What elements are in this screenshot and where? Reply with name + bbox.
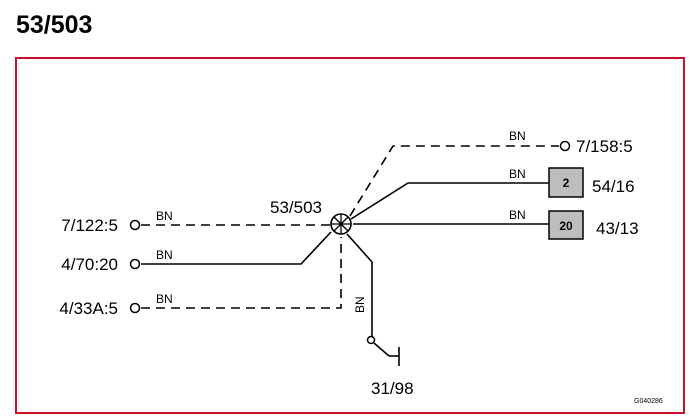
label-right-top: 7/158:5 <box>576 137 633 156</box>
wire-color-label: BN <box>156 248 173 262</box>
box-20-label: 20 <box>559 219 573 233</box>
terminal-left-bottom <box>129 302 141 314</box>
terminal-left-mid <box>129 258 141 270</box>
terminal-left-top <box>129 219 141 231</box>
connector-box-20: 20 <box>548 210 584 240</box>
wire-color-label-vertical: BN <box>353 296 367 313</box>
label-left-mid: 4/70:20 <box>61 255 118 274</box>
terminal-ground <box>366 335 376 345</box>
wire-color-label: BN <box>156 292 173 306</box>
wire-ground <box>346 233 373 340</box>
label-left-bottom: 4/33A:5 <box>59 299 118 318</box>
label-ground: 31/98 <box>371 379 414 398</box>
connector-box-2: 2 <box>548 167 584 198</box>
wire-color-label: BN <box>509 208 526 222</box>
label-left-top: 7/122:5 <box>61 216 118 235</box>
wire-color-label: BN <box>509 129 526 143</box>
wire-right-mid <box>350 182 549 220</box>
figure-code: G040286 <box>634 398 663 405</box>
page-title: 53/503 <box>16 11 93 39</box>
box-2-label: 2 <box>563 176 570 190</box>
splice-label: 53/503 <box>270 198 322 217</box>
wire-color-label: BN <box>509 167 526 181</box>
wire-right-top <box>349 145 559 217</box>
label-right-mid: 54/16 <box>592 177 635 196</box>
splice-node <box>330 213 352 235</box>
wire-color-label: BN <box>156 209 173 223</box>
diagram-frame <box>15 57 685 414</box>
ground-link <box>373 342 390 357</box>
label-right-bottom: 43/13 <box>596 219 639 238</box>
wire-left-mid <box>141 231 332 265</box>
wire-left-bottom <box>141 237 342 309</box>
terminal-right-top <box>559 140 571 152</box>
